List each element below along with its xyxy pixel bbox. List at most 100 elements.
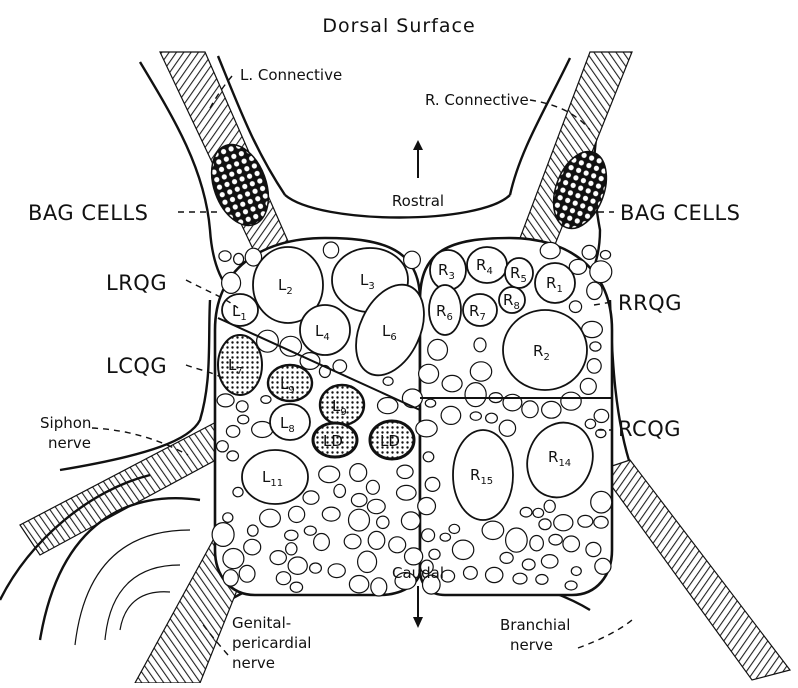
small-neuron xyxy=(520,507,532,517)
small-neuron xyxy=(563,536,580,552)
small-neuron xyxy=(522,401,538,418)
small-neuron xyxy=(578,515,593,527)
small-neuron xyxy=(289,506,305,522)
branchial-nerve-label-1: Branchial xyxy=(500,616,570,634)
small-neuron xyxy=(594,409,609,422)
small-neuron xyxy=(594,516,608,528)
small-neuron xyxy=(533,508,544,517)
small-neuron xyxy=(238,415,249,424)
small-neuron xyxy=(482,521,504,539)
small-neuron xyxy=(470,412,481,420)
small-neuron xyxy=(549,534,562,545)
small-neuron xyxy=(371,578,387,596)
genital-nerve-label-3: nerve xyxy=(232,654,275,672)
caudal-arrow xyxy=(413,586,423,628)
small-neuron xyxy=(554,515,573,531)
small-neuron xyxy=(486,567,503,582)
small-neuron xyxy=(217,394,234,407)
small-neuron xyxy=(401,512,420,530)
small-neuron xyxy=(590,342,601,351)
siphon-nerve-label-2: nerve xyxy=(48,434,91,452)
small-neuron xyxy=(416,420,437,437)
neuron-label-ld1: LD xyxy=(323,432,343,450)
genital-nerve-label-1: Genital- xyxy=(232,614,291,632)
small-neuron xyxy=(290,582,302,592)
siphon-nerve-label-1: Siphon xyxy=(40,414,91,432)
small-neuron xyxy=(582,245,596,259)
small-neuron xyxy=(425,477,440,491)
small-neuron xyxy=(565,581,577,590)
caudal-label: Caudal xyxy=(392,564,444,582)
small-neuron xyxy=(591,491,612,513)
r-connective-label: R. Connective xyxy=(425,91,529,109)
small-neuron xyxy=(486,413,498,423)
small-neuron xyxy=(285,530,298,540)
small-neuron xyxy=(280,336,302,356)
small-neuron xyxy=(423,452,434,462)
small-neuron xyxy=(260,509,281,527)
rostral-label: Rostral xyxy=(392,192,444,210)
diagram-title: Dorsal Surface xyxy=(322,15,475,37)
small-neuron xyxy=(368,531,385,549)
small-neuron xyxy=(344,534,361,549)
neuron-r4 xyxy=(467,247,507,283)
small-neuron xyxy=(587,282,602,299)
small-neuron xyxy=(227,451,239,461)
small-neuron xyxy=(536,575,548,585)
small-neuron xyxy=(544,500,555,512)
lcqg-label: LCQG xyxy=(106,354,167,378)
branchial-nerve-label-2: nerve xyxy=(510,636,553,654)
small-neuron xyxy=(314,534,330,551)
small-neuron xyxy=(358,551,377,572)
small-neuron xyxy=(464,567,478,580)
small-neuron xyxy=(541,555,558,568)
small-neuron xyxy=(571,567,581,576)
rrqg-label: RRQG xyxy=(618,291,682,315)
small-neuron xyxy=(587,359,601,374)
bag-cells-right-label: BAG CELLS xyxy=(620,201,741,225)
small-neuron xyxy=(419,364,439,383)
small-neuron xyxy=(304,526,316,535)
small-neuron xyxy=(350,464,367,482)
small-neuron xyxy=(223,513,233,523)
l-connective-label: L. Connective xyxy=(240,66,342,84)
small-neuron xyxy=(276,572,290,585)
small-neuron xyxy=(397,485,417,500)
neuron-l7 xyxy=(218,335,262,395)
small-neuron xyxy=(425,399,435,407)
small-neuron xyxy=(261,396,271,404)
small-neuron xyxy=(351,494,367,507)
small-neuron xyxy=(500,552,513,563)
small-neuron xyxy=(334,484,346,497)
small-neuron xyxy=(429,549,440,559)
small-neuron xyxy=(404,251,421,268)
small-neuron xyxy=(222,272,241,293)
small-neuron xyxy=(522,559,535,570)
small-neuron xyxy=(367,499,385,513)
small-neuron xyxy=(540,242,560,258)
small-neuron xyxy=(586,542,601,556)
small-neuron xyxy=(303,491,319,504)
neuron-l4 xyxy=(300,305,350,355)
small-neuron xyxy=(428,339,448,360)
small-neuron xyxy=(503,394,522,411)
small-neuron xyxy=(542,401,561,418)
small-neuron xyxy=(418,498,436,515)
small-neuron xyxy=(300,353,320,370)
small-neuron xyxy=(499,420,515,436)
small-neuron xyxy=(474,338,486,352)
small-neuron xyxy=(506,528,528,552)
small-neuron xyxy=(219,251,231,262)
small-neuron xyxy=(440,533,450,541)
small-neuron xyxy=(223,570,238,586)
small-neuron xyxy=(378,398,398,414)
small-neuron xyxy=(580,378,596,394)
small-neuron xyxy=(248,525,259,536)
small-neuron xyxy=(452,540,473,559)
branchial-nerve xyxy=(600,460,790,680)
small-neuron xyxy=(449,524,460,533)
small-neuron xyxy=(310,563,322,573)
small-neuron xyxy=(383,377,393,385)
small-neuron xyxy=(236,401,248,412)
small-neuron xyxy=(585,419,595,428)
